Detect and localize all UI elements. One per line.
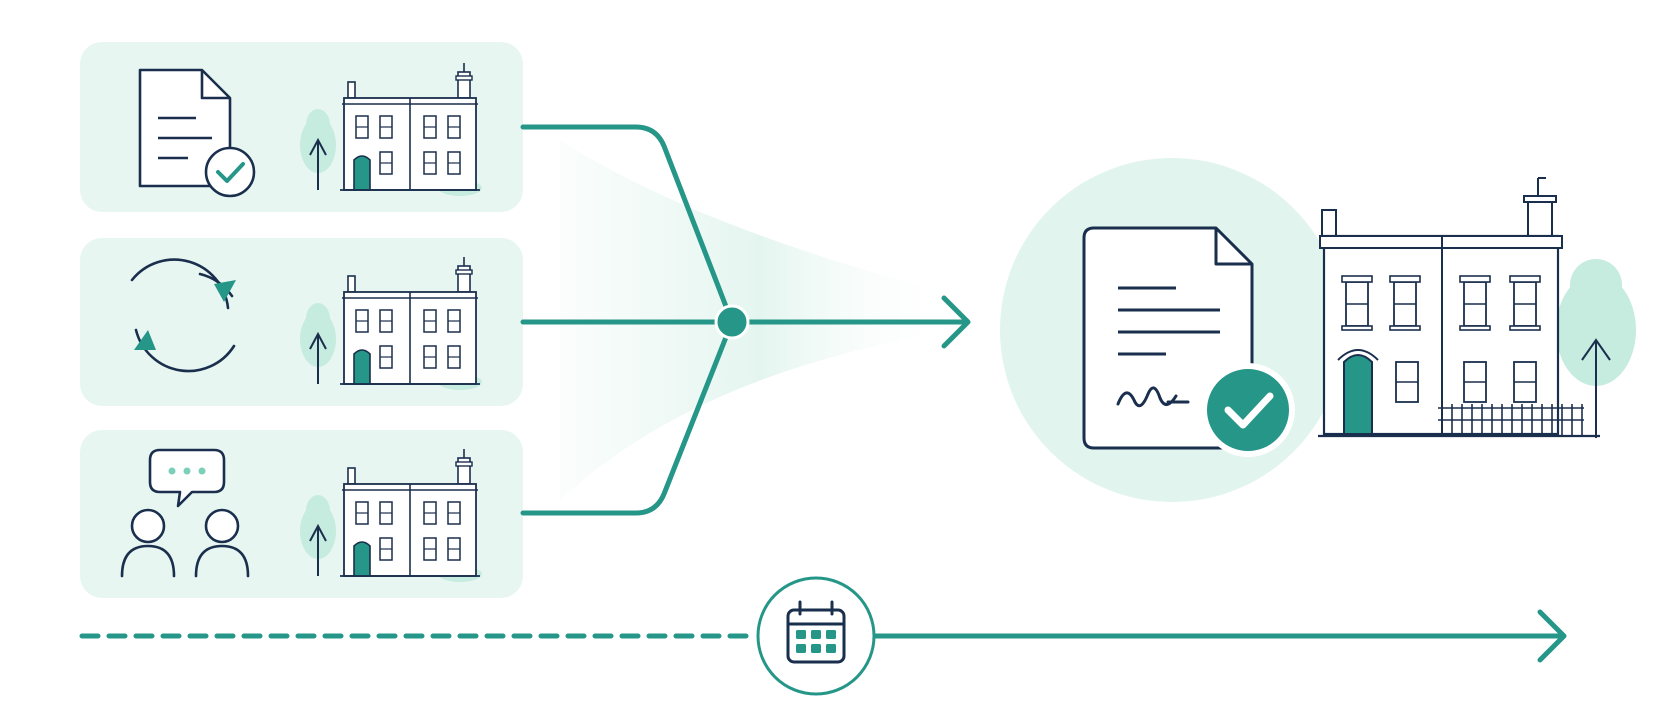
- refresh-cycle-icon: [130, 258, 236, 373]
- timeline-arrowhead: [1537, 609, 1567, 663]
- checkmark-icon: [1201, 363, 1295, 457]
- document-check-icon: [138, 68, 256, 198]
- merge-node: [714, 304, 750, 340]
- people-discussion-icon: [120, 448, 250, 578]
- large-terraced-house-icon: [1318, 177, 1636, 438]
- calendar-icon: [756, 576, 876, 696]
